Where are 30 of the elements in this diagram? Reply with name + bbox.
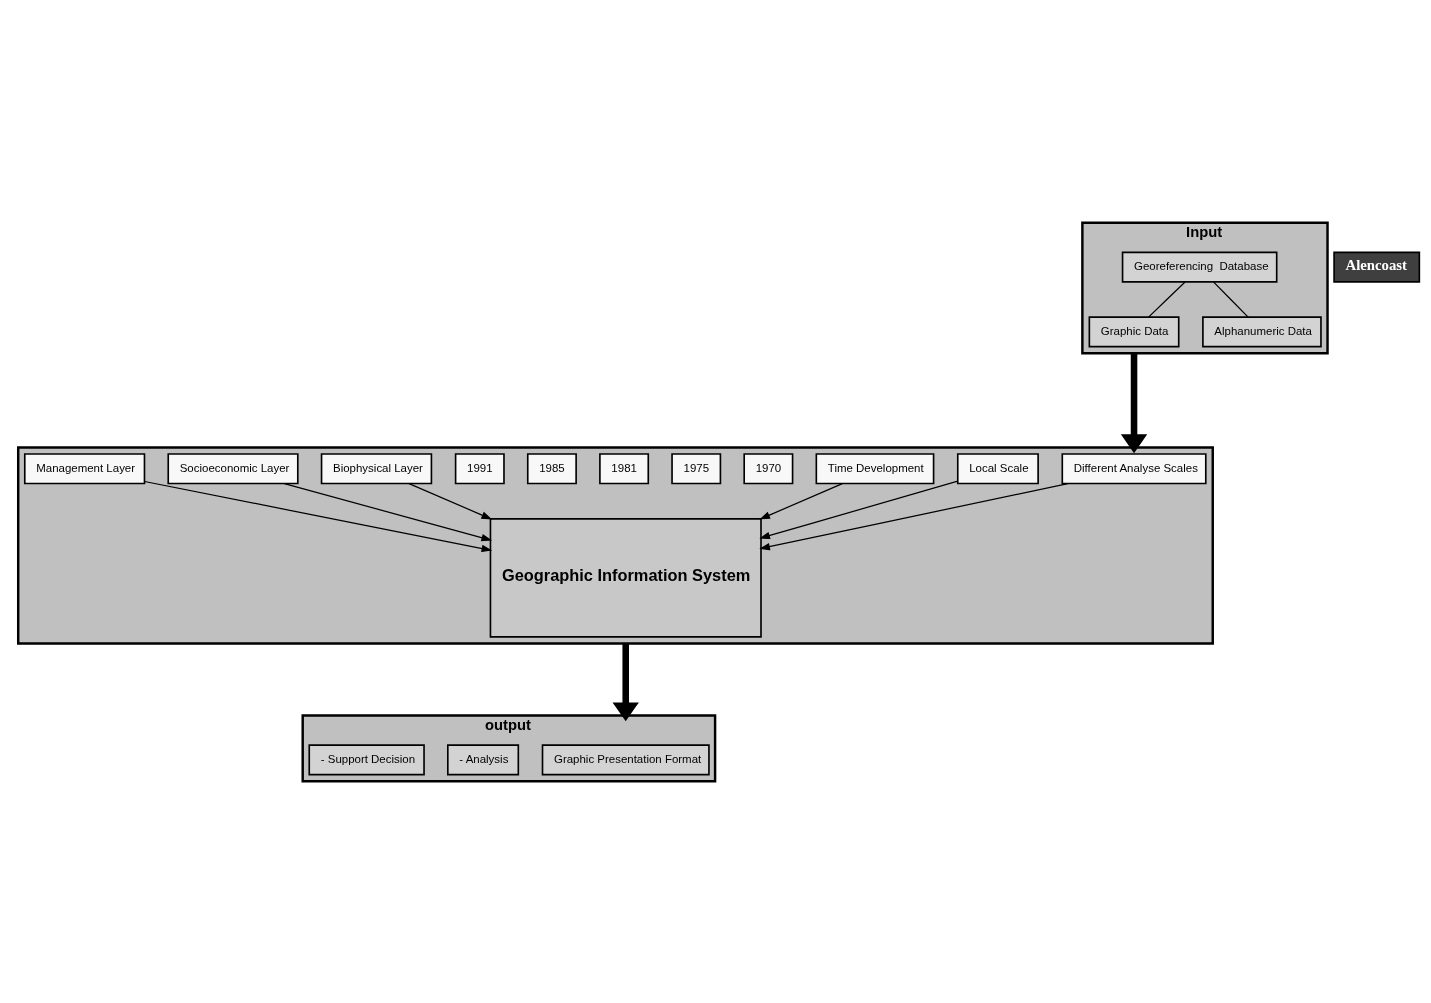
arrow	[612, 642, 639, 721]
node-box: 1970	[743, 452, 794, 484]
node-box: Time Development	[815, 452, 935, 484]
node-box: Alencoast	[1333, 251, 1421, 283]
connector	[1212, 280, 1249, 318]
connector	[1147, 280, 1186, 318]
node-box: Graphic Data	[1088, 315, 1180, 347]
arrow	[408, 482, 493, 519]
node-box: 1991	[454, 452, 505, 484]
node-box: Different Analyse Scales	[1061, 452, 1207, 484]
node-box: Graphic Presentation Format	[541, 743, 710, 775]
arrow	[143, 480, 493, 552]
node-box: Management Layer	[23, 452, 146, 484]
node-box: Geographic Information System	[489, 517, 762, 638]
node-box: Biophysical Layer	[320, 452, 433, 484]
node-box: Socioeconomic Layer	[167, 452, 299, 484]
node-box: - Support Decision	[308, 743, 425, 775]
node-box: 1985	[526, 452, 577, 484]
arrow	[759, 482, 1069, 550]
node-box: - Analysis	[447, 743, 520, 775]
node-box: 1981	[599, 452, 650, 484]
arrow	[283, 482, 493, 541]
arrow	[759, 482, 843, 519]
node-box: 1975	[671, 452, 722, 484]
cluster	[17, 445, 1214, 645]
arrow	[759, 480, 959, 539]
node-box: Local Scale	[956, 452, 1039, 484]
arrow	[1120, 352, 1148, 453]
node-box: Alphanumeric Data	[1202, 315, 1322, 347]
node-box: Georeferencing Database	[1121, 251, 1278, 283]
